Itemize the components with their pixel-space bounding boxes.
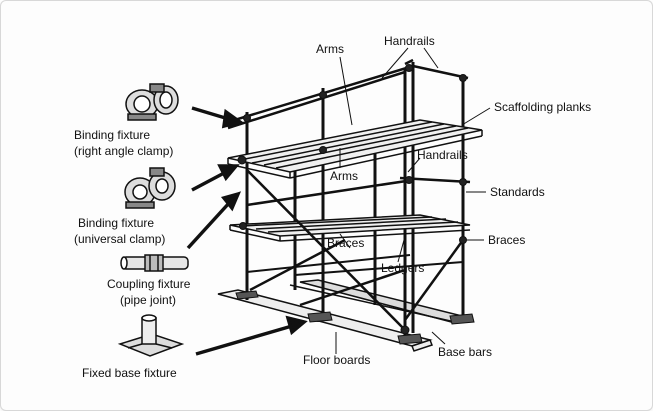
upper-platform [227, 119, 483, 179]
top-handrails [227, 58, 469, 130]
fixture-label-line1: Coupling fixture [107, 277, 191, 291]
label-handrails-mid: Handrails [417, 148, 468, 162]
label-ledgers: Ledgers [381, 261, 424, 275]
label-arms-mid: Arms [330, 169, 358, 183]
fixture-label-line1: Fixed base fixture [82, 366, 177, 380]
label-braces-right: Braces [488, 233, 525, 247]
fixture-label-line2: (right angle clamp) [74, 144, 173, 158]
fixture-label-line1: Binding fixture [74, 128, 150, 142]
label-scaffolding-planks: Scaffolding planks [494, 100, 591, 114]
braces [246, 169, 465, 331]
fixture-label-line2: (pipe joint) [120, 293, 176, 307]
fixture-label-line1: Binding fixture [78, 216, 154, 230]
leader-lines [335, 47, 491, 354]
universal-clamp-icon [124, 167, 176, 209]
label-base-bars: Base bars [438, 345, 492, 359]
mid-handrails [246, 176, 471, 207]
label-handrails-top: Handrails [384, 34, 435, 48]
pipe-joint-icon [120, 254, 189, 272]
right-angle-clamp-icon [125, 83, 179, 121]
label-braces-mid: Braces [327, 236, 364, 250]
base-plates [235, 290, 475, 345]
base-plate-icon [117, 314, 185, 357]
lower-platform [229, 214, 471, 242]
label-arms-top: Arms [316, 42, 344, 56]
ledgers [246, 254, 464, 276]
label-floor-boards: Floor boards [303, 353, 370, 367]
label-standards: Standards [490, 185, 545, 199]
fixture-label-line2: (universal clamp) [74, 232, 165, 246]
fixture-arrows [186, 106, 308, 356]
